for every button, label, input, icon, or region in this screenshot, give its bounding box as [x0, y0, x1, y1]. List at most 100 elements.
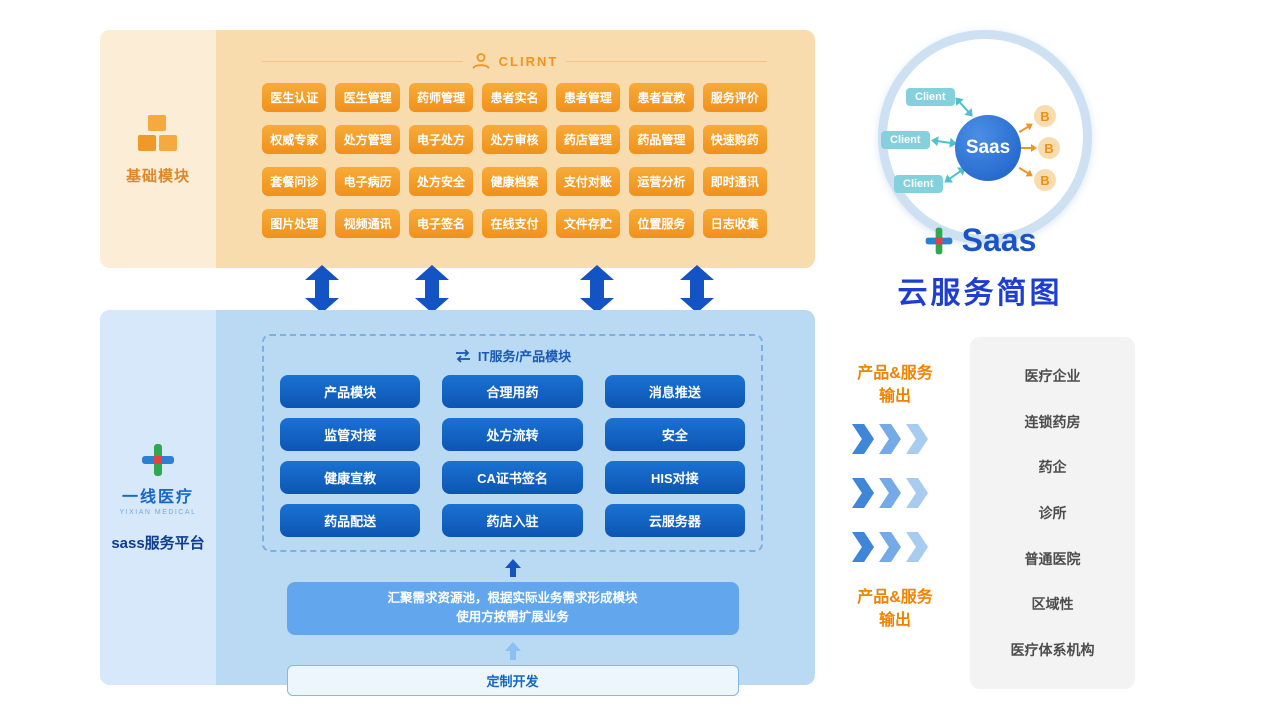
- demand-pool-box: 汇聚需求资源池，根据实际业务需求形成模块 使用方按需扩展业务: [286, 582, 739, 635]
- basic-module-chip[interactable]: 权威专家: [262, 125, 327, 154]
- cubes-icon: [138, 114, 177, 151]
- basic-module-chip[interactable]: 视频通讯: [335, 209, 400, 238]
- target-audience-item: 区域性: [1031, 596, 1074, 613]
- basic-module-chip[interactable]: 患者宣教: [629, 83, 694, 112]
- saas-platform-main: IT服务/产品模块 产品模块合理用药消息推送监管对接处方流转安全健康宣教 CA证书…: [216, 310, 815, 696]
- chevron-icon: [906, 478, 928, 508]
- output-bottom-line1: 产品&服务: [857, 589, 933, 606]
- it-module-chip[interactable]: 监管对接: [280, 418, 421, 451]
- cloud-diagram: Client Client Client Saas B B B: [878, 30, 1092, 244]
- b-node: B: [1038, 137, 1060, 159]
- basic-module-chip[interactable]: 处方安全: [408, 167, 474, 196]
- basic-module-chip[interactable]: 即时通讯: [702, 167, 767, 196]
- saas-logo-icon: [925, 227, 952, 254]
- pool-line-1: 汇聚需求资源池，根据实际业务需求形成模块: [387, 591, 638, 605]
- sync-icon: [455, 348, 470, 363]
- basic-module-chip[interactable]: 药品管理: [629, 125, 694, 154]
- it-modules-grid: 产品模块合理用药消息推送监管对接处方流转安全健康宣教 CA证书签名 HIS对接药品配…: [280, 375, 745, 537]
- saas-b-arrow: [1018, 166, 1033, 177]
- basic-modules-main: CLIRNT 医生认证医生管理药师管理患者实名患者管理患者宣教服务评价权威专家处…: [216, 30, 815, 268]
- basic-module-chip[interactable]: 健康档案: [482, 167, 547, 196]
- it-module-chip[interactable]: HIS对接: [604, 461, 745, 494]
- connector-arrow: [580, 265, 614, 313]
- basic-module-chip[interactable]: 患者管理: [555, 83, 621, 112]
- brand-name-en: YIXIAN MEDICAL: [119, 509, 197, 516]
- connector-arrow: [415, 265, 449, 313]
- basic-modules-grid: 医生认证医生管理药师管理患者实名患者管理患者宣教服务评价权威专家处方管理电子处方…: [262, 83, 767, 238]
- basic-module-chip[interactable]: 服务评价: [702, 83, 767, 112]
- output-top-line1: 产品&服务: [857, 365, 933, 382]
- target-audience-item: 普通医院: [1024, 550, 1081, 567]
- output-label-top: 产品&服务 输出: [840, 362, 950, 408]
- chevron-row: [852, 532, 928, 562]
- basic-module-chip[interactable]: 药师管理: [408, 83, 474, 112]
- it-module-chip[interactable]: 产品模块: [280, 375, 421, 408]
- basic-module-chip[interactable]: 运营分析: [629, 167, 694, 196]
- header-divider-right: [566, 60, 768, 62]
- basic-module-chip[interactable]: 药店管理: [555, 125, 621, 154]
- up-arrow-icon: [504, 559, 521, 577]
- b-node: B: [1034, 169, 1056, 191]
- it-module-chip[interactable]: 健康宣教: [280, 461, 421, 494]
- client-chip: Client: [906, 88, 955, 106]
- basic-module-chip[interactable]: 日志收集: [702, 209, 767, 238]
- it-modules-header: IT服务/产品模块: [280, 346, 745, 365]
- client-saas-arrow: [955, 97, 973, 117]
- basic-module-chip[interactable]: 位置服务: [629, 209, 694, 238]
- connector-arrow: [680, 265, 714, 313]
- up-arrow-icon-light: [504, 641, 521, 660]
- basic-module-chip[interactable]: 图片处理: [262, 209, 327, 238]
- it-module-chip[interactable]: 药店入驻: [442, 504, 583, 537]
- client-header-label: CLIRNT: [498, 53, 559, 69]
- basic-module-chip[interactable]: 快速购药: [702, 125, 767, 154]
- basic-module-chip[interactable]: 医生管理: [335, 83, 400, 112]
- chevron-icon: [906, 424, 928, 454]
- basic-module-chip[interactable]: 在线支付: [482, 209, 547, 238]
- saas-b-arrow: [1018, 123, 1033, 134]
- it-module-chip[interactable]: 处方流转: [442, 418, 583, 451]
- platform-label: sass服务平台: [111, 535, 205, 552]
- basic-module-chip[interactable]: 电子签名: [408, 209, 474, 238]
- basic-module-chip[interactable]: 电子病历: [335, 167, 400, 196]
- it-module-chip[interactable]: 合理用药: [442, 375, 583, 408]
- chevron-icon: [852, 424, 874, 454]
- it-module-chip[interactable]: 消息推送: [604, 375, 745, 408]
- basic-module-chip[interactable]: 处方审核: [482, 125, 547, 154]
- saas-circle: Saas: [955, 115, 1021, 181]
- client-saas-arrow: [931, 136, 957, 148]
- b-node: B: [1034, 105, 1056, 127]
- brand-name: 一线医疗: [121, 489, 194, 506]
- yixian-logo-icon: [142, 444, 174, 476]
- client-chip: Client: [894, 175, 943, 193]
- connector-arrow: [305, 265, 339, 313]
- saas-platform-sidebar: 一线医疗 YIXIAN MEDICAL sass服务平台: [100, 310, 216, 685]
- basic-module-chip[interactable]: 支付对账: [555, 167, 621, 196]
- basic-module-chip[interactable]: 电子处方: [408, 125, 474, 154]
- client-chip: Client: [881, 131, 930, 149]
- it-module-chip[interactable]: 安全: [604, 418, 745, 451]
- target-audience-item: 医疗企业: [1024, 367, 1081, 384]
- output-bottom-line2: 输出: [878, 612, 911, 630]
- basic-module-chip[interactable]: 套餐问诊: [262, 167, 327, 196]
- chevron-icon: [879, 478, 901, 508]
- basic-module-chip[interactable]: 处方管理: [335, 125, 400, 154]
- chevron-icon: [906, 532, 928, 562]
- basic-module-chip[interactable]: 医生认证: [262, 83, 327, 112]
- basic-module-chip[interactable]: 文件存贮: [555, 209, 621, 238]
- saas-logo-text: Saas: [961, 222, 1037, 258]
- saas-b-arrow: [1021, 144, 1037, 152]
- pool-line-2: 使用方按需扩展业务: [456, 610, 569, 625]
- basic-modules-sidebar: 基础模块: [100, 30, 216, 268]
- chevron-icon: [852, 532, 874, 562]
- custom-dev-box: 定制开发: [286, 664, 739, 696]
- it-module-chip[interactable]: 云服务器: [604, 504, 745, 537]
- target-audience-panel: 医疗企业连锁药房药企诊所普通医院区域性医疗体系机构: [970, 337, 1135, 689]
- basic-module-chip[interactable]: 患者实名: [482, 83, 547, 112]
- target-audience-item: 医疗体系机构: [1010, 642, 1095, 659]
- target-audience-item: 诊所: [1038, 504, 1067, 521]
- output-top-line2: 输出: [878, 388, 911, 406]
- it-module-chip[interactable]: CA证书签名: [442, 461, 583, 494]
- it-module-chip[interactable]: 药品配送: [280, 504, 421, 537]
- client-header: CLIRNT: [262, 52, 768, 70]
